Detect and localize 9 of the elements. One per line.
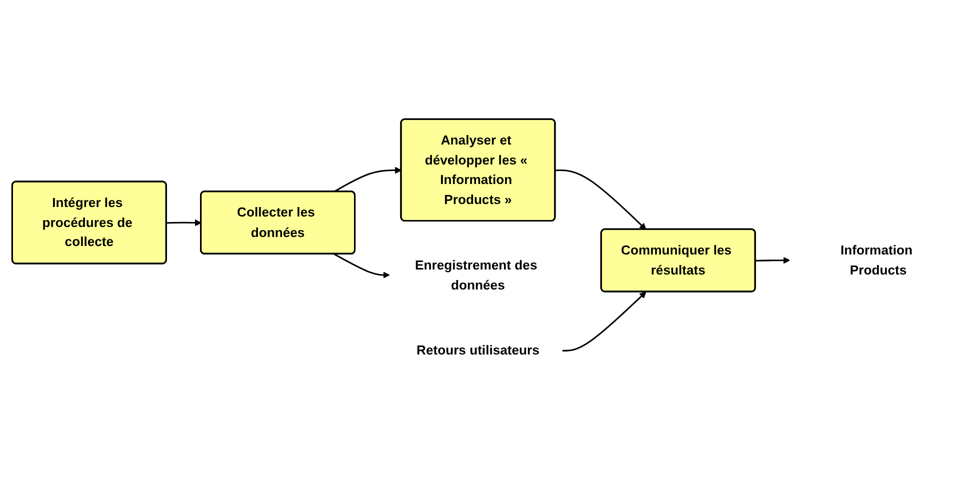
node-text: Retours utilisateurs (416, 344, 540, 358)
arrow (555, 170, 646, 230)
arrow (166, 220, 202, 227)
arrow (562, 292, 646, 352)
node-text: Information Products (840, 243, 912, 278)
arrow (334, 167, 402, 193)
arrow (755, 257, 790, 264)
arrow (334, 254, 390, 279)
node-text: Enregistrement des données (415, 258, 538, 292)
